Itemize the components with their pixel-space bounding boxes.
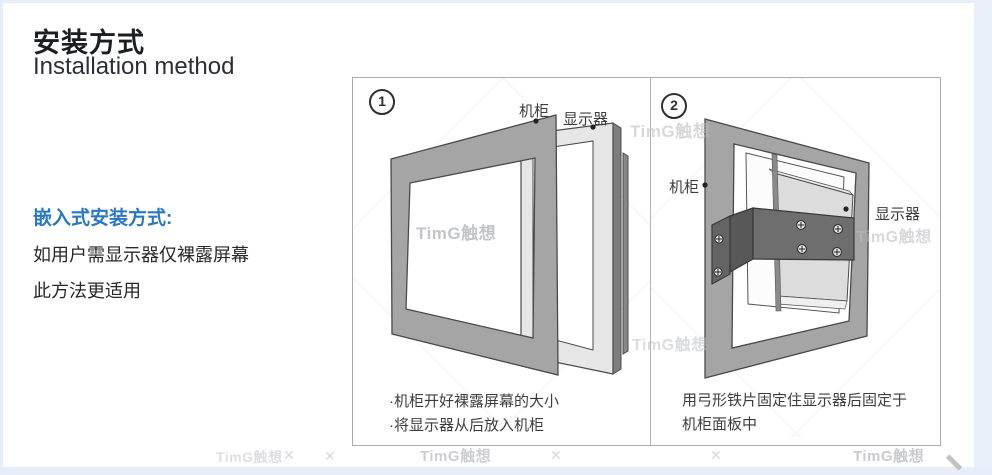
cabinet-label-anchor-dot bbox=[533, 118, 539, 124]
page-border-bottom bbox=[0, 467, 992, 475]
panel2-caption: 用弓形铁片固定住显示器后固定于 机柜面板中 bbox=[682, 389, 907, 437]
page-title: 安装方式 bbox=[33, 28, 145, 58]
panel-divider bbox=[650, 78, 651, 445]
bracket-flange-shape bbox=[711, 215, 731, 285]
screw-icon bbox=[714, 234, 724, 244]
note-heading: 嵌入式安装方式: bbox=[33, 208, 173, 229]
step-number-2: 2 bbox=[661, 93, 687, 119]
screw-icon bbox=[832, 247, 842, 257]
panel2-display-label: 显示器 bbox=[875, 206, 921, 223]
screw-icon bbox=[797, 244, 807, 254]
panel1-diagram bbox=[353, 78, 650, 429]
display-label-anchor-dot bbox=[843, 206, 849, 212]
watermark-text: TimG触想 bbox=[216, 449, 283, 465]
panel2-diagram bbox=[651, 78, 940, 439]
cabinet-label-anchor-dot bbox=[702, 182, 708, 188]
page-border-right bbox=[974, 0, 992, 475]
panel1-caption-line1: ·机柜开好裸露屏幕的大小 bbox=[389, 393, 559, 410]
cabinet-panel-shape bbox=[390, 114, 559, 376]
display-label-anchor-dot bbox=[590, 124, 596, 130]
note-line-2: 此方法更适用 bbox=[33, 281, 141, 301]
watermark-x-mark: ✕ bbox=[550, 447, 562, 463]
watermark-x-mark: ✕ bbox=[324, 448, 336, 464]
diagram-box: 1 2 机柜 显示器 机柜 显示器 ·机柜开好裸露屏幕的大小 ·将显示器从后放入… bbox=[352, 77, 941, 446]
page-subtitle: Installation method bbox=[33, 53, 235, 80]
display-back-strip bbox=[622, 152, 629, 355]
watermark-text: TimG触想 bbox=[853, 448, 925, 465]
watermark-text: TimG触想 bbox=[420, 448, 492, 465]
watermark-text: TimG触想 bbox=[630, 122, 711, 141]
cabinet-panel-shape bbox=[704, 118, 870, 379]
panel1-caption-line2: ·将显示器从后放入机柜 bbox=[389, 417, 544, 434]
screw-icon bbox=[713, 267, 723, 277]
bracket-arm-shape bbox=[752, 207, 855, 261]
screw-icons bbox=[713, 220, 843, 277]
watermark-text: TimG触想 bbox=[632, 337, 708, 354]
note-line-1: 如用户需显示器仅裸露屏幕 bbox=[33, 245, 249, 265]
panel1-cabinet-label: 机柜 bbox=[519, 103, 550, 120]
page-border-top bbox=[0, 0, 992, 3]
watermark-text: TimG触想 bbox=[856, 229, 932, 246]
screw-icon bbox=[796, 220, 806, 230]
panel1-caption: ·机柜开好裸露屏幕的大小 ·将显示器从后放入机柜 bbox=[389, 390, 559, 438]
watermark-x-mark: ✕ bbox=[710, 447, 722, 463]
watermark-x-mark: ✕ bbox=[283, 447, 295, 463]
page-border-left bbox=[0, 0, 3, 475]
step-number-1: 1 bbox=[369, 89, 395, 115]
screw-icon bbox=[833, 224, 843, 234]
watermark-text: TimG触想 bbox=[416, 224, 497, 243]
panel2-cabinet-label: 机柜 bbox=[669, 179, 700, 196]
display-side-edge bbox=[612, 122, 622, 375]
panel2-caption-line2: 机柜面板中 bbox=[682, 416, 758, 433]
panel1-display-label: 显示器 bbox=[563, 111, 609, 128]
panel2-caption-line1: 用弓形铁片固定住显示器后固定于 bbox=[682, 392, 908, 409]
